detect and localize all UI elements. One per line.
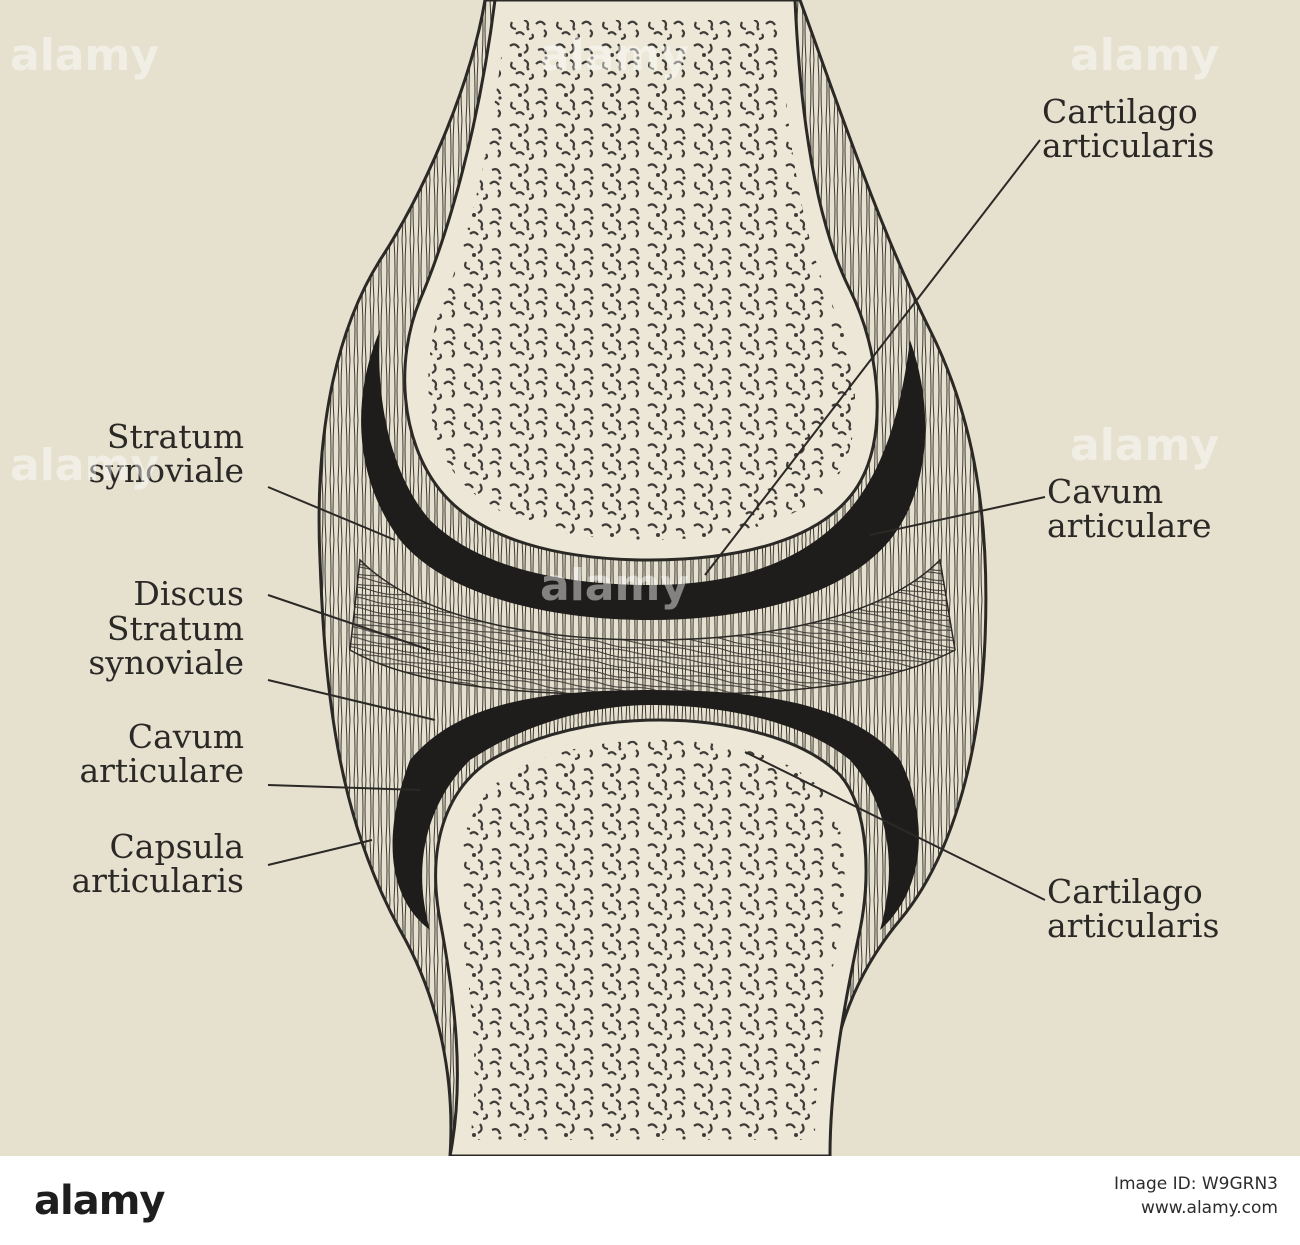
footer-info: Image ID: W9GRN3 www.alamy.com [1114,1172,1278,1220]
image-id: Image ID: W9GRN3 [1113,1174,1278,1194]
joint-diagram [267,0,1046,1156]
watermark: alamy [1070,30,1219,81]
label-discus: Discus [133,574,244,613]
watermark: alamy [1070,420,1219,471]
site-url[interactable]: www.alamy.com [1140,1198,1278,1218]
watermark: alamy [10,440,159,491]
watermark: alamy [540,560,689,611]
stock-footer: alamy Image ID: W9GRN3 www.alamy.com [0,1156,1300,1245]
alamy-logo: alamy [34,1178,165,1224]
watermark: alamy [10,30,159,81]
watermark: alamy [540,30,689,81]
leader-lines [267,139,1046,901]
discus [349,558,956,696]
